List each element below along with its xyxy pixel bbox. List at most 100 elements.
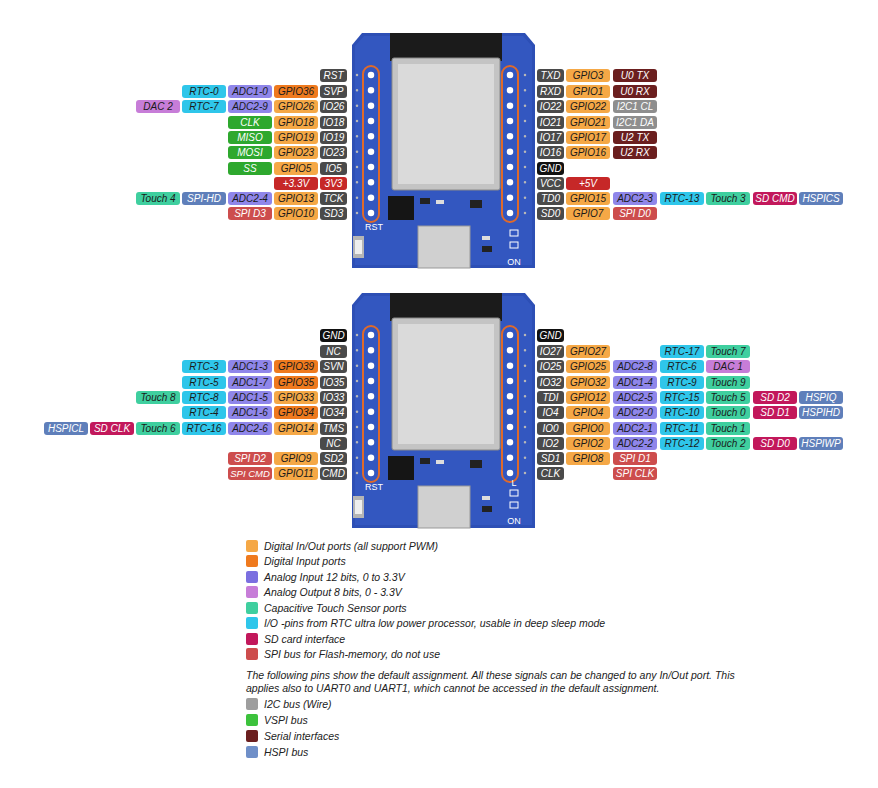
pin-label: GPIO11 — [274, 467, 318, 480]
assignment-note: The following pins show the default assi… — [246, 669, 746, 695]
pin-label: GPIO1 — [566, 85, 610, 98]
pin-label: GPIO17 — [566, 131, 610, 144]
pin-label: GND — [537, 329, 564, 342]
legend-text: Serial interfaces — [264, 729, 339, 743]
pin-label: RTC-4 — [182, 406, 226, 419]
pin-label: GPIO36 — [274, 85, 318, 98]
pin-label: IO0 — [537, 422, 564, 435]
pin-label: IO19 — [320, 131, 347, 144]
pin-label: DAC 2 — [136, 100, 180, 113]
pin-label: GPIO15 — [566, 192, 610, 205]
silkscreen-text: L — [511, 478, 516, 488]
pin-label: Touch 4 — [136, 192, 180, 205]
pin-label: U0 TX — [613, 69, 657, 82]
pin-label: ADC2-4 — [228, 192, 272, 205]
pin-label: SPI-HD — [182, 192, 226, 205]
pin-label: GPIO13 — [274, 192, 318, 205]
pin-label: GPIO5 — [274, 162, 318, 175]
legend-text: Digital In/Out ports (all support PWM) — [264, 539, 438, 553]
legend-swatch — [246, 730, 258, 742]
pin-label: GPIO9 — [274, 452, 318, 465]
pin-label: 3V3 — [320, 177, 347, 190]
pin-label: CLK — [537, 467, 564, 480]
silkscreen-text: ON — [507, 516, 521, 526]
pin-label: GPIO22 — [566, 100, 610, 113]
pin-label: ADC1-3 — [228, 360, 272, 373]
pin-label: SPI D2 — [228, 452, 272, 465]
pin-label: IO5 — [320, 162, 347, 175]
pin-label: GPIO16 — [566, 146, 610, 159]
pin-label: SD CMD — [753, 192, 797, 205]
pin-label: Touch 3 — [706, 192, 750, 205]
pin-label: GPIO7 — [566, 207, 610, 220]
pin-label: ADC2-0 — [613, 406, 657, 419]
pin-label: HSPIQ — [799, 391, 843, 404]
pin-label: ADC1-7 — [228, 376, 272, 389]
legend-text: Digital Input ports — [264, 554, 346, 568]
legend-text: VSPI bus — [264, 713, 308, 727]
pin-label: GPIO2 — [566, 437, 610, 450]
pin-label: SPI D0 — [613, 207, 657, 220]
pin-label: SD2 — [320, 452, 347, 465]
pin-label: GPIO18 — [274, 116, 318, 129]
legend-swatch — [246, 746, 258, 758]
pin-label: RTC-7 — [182, 100, 226, 113]
legend-text: HSPI bus — [264, 745, 308, 759]
legend-text: Capacitive Touch Sensor ports — [264, 601, 407, 615]
legend-text: Analog Input 12 bits, 0 to 3.3V — [264, 570, 405, 584]
pin-label: ADC2-3 — [613, 192, 657, 205]
pin-label: RST — [320, 69, 347, 82]
pin-label: CLK — [228, 116, 272, 129]
silkscreen-text: RST — [365, 222, 383, 232]
pin-label: GPIO34 — [274, 406, 318, 419]
pin-label: IO27 — [537, 345, 564, 358]
pin-label: SD0 — [537, 207, 564, 220]
pin-label: ADC2-5 — [613, 391, 657, 404]
pin-label: TD0 — [537, 192, 564, 205]
pin-label: GND — [537, 162, 564, 175]
pin-label: SPI D3 — [228, 207, 272, 220]
pin-label: SD D0 — [753, 437, 797, 450]
pin-label: ADC1-6 — [228, 406, 272, 419]
legend-text: SD card interface — [264, 632, 345, 646]
legend-swatch — [246, 698, 258, 710]
esp32-board-top — [352, 33, 535, 268]
pin-label: RTC-8 — [182, 391, 226, 404]
pin-label: SPI CMD — [228, 467, 272, 480]
pin-label: VCC — [537, 177, 564, 190]
esp32-board-bottom — [352, 293, 535, 528]
pin-label: +3.3V — [274, 177, 318, 190]
pin-label: GPIO14 — [274, 422, 318, 435]
pin-label: GPIO0 — [566, 422, 610, 435]
pin-label: ADC1-5 — [228, 391, 272, 404]
legend-swatch — [246, 571, 258, 583]
pin-label: Touch 0 — [706, 406, 750, 419]
pin-label: SD1 — [537, 452, 564, 465]
legend-text: I2C bus (Wire) — [264, 697, 332, 711]
pin-label: Touch 6 — [136, 422, 180, 435]
pin-label: RTC-3 — [182, 360, 226, 373]
pin-label: +5V — [566, 177, 610, 190]
pin-label: GPIO12 — [566, 391, 610, 404]
pin-label: NC — [320, 345, 347, 358]
pin-label: GPIO39 — [274, 360, 318, 373]
pin-label: RTC-11 — [660, 422, 704, 435]
pin-label: GPIO21 — [566, 116, 610, 129]
pin-label: HSPICS — [799, 192, 843, 205]
pin-label: DAC 1 — [706, 360, 750, 373]
legend-swatch — [246, 714, 258, 726]
pin-label: IO35 — [320, 376, 347, 389]
pin-label: SD D1 — [753, 406, 797, 419]
pin-label: SVP — [320, 85, 347, 98]
pin-label: GPIO32 — [566, 376, 610, 389]
pin-label: SD CLK — [90, 422, 134, 435]
pin-label: MISO — [228, 131, 272, 144]
pin-label: ADC2-2 — [613, 437, 657, 450]
pin-label: TCK — [320, 192, 347, 205]
pin-label: GPIO10 — [274, 207, 318, 220]
pin-label: CMD — [320, 467, 347, 480]
pin-label: RTC-12 — [660, 437, 704, 450]
legend-swatch — [246, 648, 258, 660]
pin-label: RXD — [537, 85, 564, 98]
